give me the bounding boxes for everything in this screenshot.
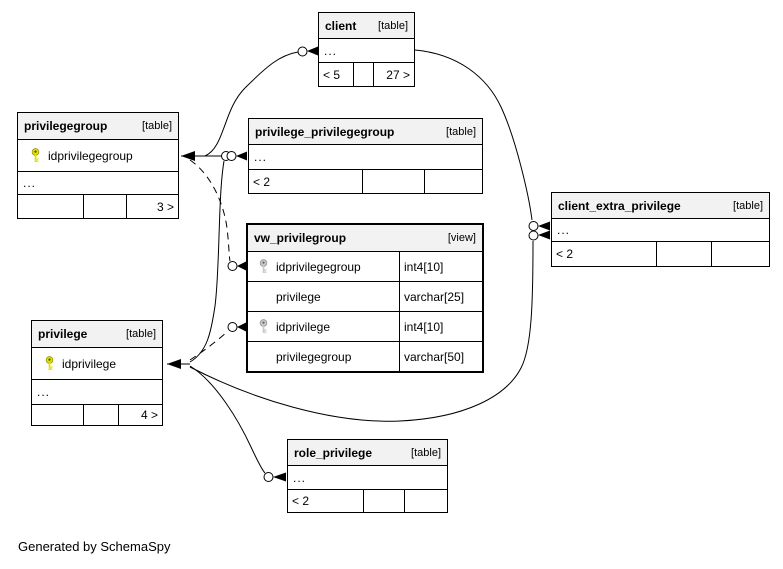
degree-cell-mid xyxy=(363,490,404,512)
table-client-extra-privilege[interactable]: client_extra_privilege [table] ... < 2 xyxy=(551,192,770,267)
column-row-idprivilege: idprivilege int4[10] xyxy=(248,312,482,342)
table-role-privilege[interactable]: role_privilege [table] ... < 2 xyxy=(287,439,448,513)
column-type: varchar[50] xyxy=(404,349,465,364)
cardinality-circle xyxy=(263,472,274,482)
column-name: privilegegroup xyxy=(276,349,352,364)
generated-by-note: Generated by SchemaSpy xyxy=(18,539,171,554)
hidden-columns-row: ... xyxy=(288,466,447,490)
degree-cell-right: 4 > xyxy=(118,405,162,425)
hidden-columns-row: ... xyxy=(249,145,482,170)
degree-cell-right xyxy=(404,490,447,512)
column-name: privilege xyxy=(276,289,321,304)
view-vw-privilegroup[interactable]: vw_privilegroup [view] idprivilegegroup … xyxy=(246,223,484,373)
cardinality-circle xyxy=(226,151,237,161)
cardinality-circle xyxy=(528,230,539,241)
table-header[interactable]: privilege_privilegegroup [table] xyxy=(249,119,482,145)
table-kind-label: [table] xyxy=(142,120,172,132)
column-row-idprivilegegroup: idprivilegegroup xyxy=(18,140,178,172)
key-spacer xyxy=(258,349,269,364)
table-privilegegroup[interactable]: privilegegroup [table] idprivilegegroup … xyxy=(17,112,179,219)
table-title[interactable]: vw_privilegroup xyxy=(254,231,347,245)
arrowhead xyxy=(181,151,195,161)
column-row-idprivilege: idprivilege xyxy=(32,348,162,380)
hidden-columns-row: ... xyxy=(319,39,414,63)
primary-key-icon xyxy=(44,356,55,371)
edge-privilegegroup-vw xyxy=(189,159,231,262)
table-header[interactable]: privilegegroup [table] xyxy=(18,113,178,140)
table-kind-label: [table] xyxy=(378,19,408,32)
table-kind-label: [table] xyxy=(126,328,156,340)
table-title[interactable]: role_privilege xyxy=(294,445,373,460)
column-name: idprivilege xyxy=(276,319,331,334)
key-spacer xyxy=(258,289,269,304)
degree-cell-mid xyxy=(353,63,373,86)
degree-cell-right: 3 > xyxy=(126,195,178,218)
table-title[interactable]: privilege xyxy=(38,327,88,341)
cardinality-circle xyxy=(528,221,539,231)
cardinality-circle xyxy=(227,322,238,332)
degree-cell-mid xyxy=(83,195,126,218)
edge-privilege-vw xyxy=(189,330,229,361)
arrowhead xyxy=(538,221,550,231)
hidden-columns-row: ... xyxy=(18,172,178,195)
degree-cell-mid xyxy=(83,405,118,425)
table-header[interactable]: client_extra_privilege [table] xyxy=(552,193,769,219)
column-row-privilegegroup: privilegegroup varchar[50] xyxy=(248,342,482,371)
key-icon xyxy=(258,319,269,334)
table-kind-label: [table] xyxy=(733,199,763,212)
arrowhead xyxy=(236,151,247,161)
edge-privilegegroup-client xyxy=(204,51,299,157)
degree-cell-right xyxy=(424,170,482,193)
primary-key-icon xyxy=(30,148,41,163)
column-row-privilege: privilege varchar[25] xyxy=(248,282,482,312)
hidden-columns-row: ... xyxy=(552,219,769,242)
table-header[interactable]: vw_privilegroup [view] xyxy=(248,225,482,252)
cardinality-circle xyxy=(297,46,308,57)
cardinality-circle xyxy=(227,261,238,271)
key-icon xyxy=(258,259,269,274)
table-kind-label: [view] xyxy=(447,232,476,244)
table-kind-label: [table] xyxy=(411,446,441,459)
table-title[interactable]: client xyxy=(325,18,357,33)
edge-privilege-client-extra-privilege xyxy=(189,240,534,422)
column-row-idprivilegegroup: idprivilegegroup int4[10] xyxy=(248,252,482,282)
column-type: int4[10] xyxy=(404,319,444,334)
table-privilege-privilegegroup[interactable]: privilege_privilegegroup [table] ... < 2 xyxy=(248,118,483,194)
table-kind-label: [table] xyxy=(446,125,476,138)
degree-cell-left: < 2 xyxy=(556,247,574,261)
hidden-columns-row: ... xyxy=(32,380,162,405)
arrowhead xyxy=(307,46,318,56)
column-name: idprivilegegroup xyxy=(48,148,133,163)
edge-privilege-role-privilege xyxy=(189,365,266,474)
column-name: idprivilege xyxy=(62,356,117,371)
table-title[interactable]: client_extra_privilege xyxy=(558,198,681,213)
column-type: varchar[25] xyxy=(404,289,465,304)
degree-cell-right: 27 > xyxy=(373,63,414,86)
arrowhead xyxy=(273,472,286,482)
arrowhead xyxy=(237,322,246,332)
edge-privilege-privilege-privilegegroup xyxy=(189,160,225,363)
table-header[interactable]: role_privilege [table] xyxy=(288,440,447,466)
table-title[interactable]: privilege_privilegegroup xyxy=(255,124,395,139)
degree-cell-mid xyxy=(656,242,711,266)
arrowhead xyxy=(237,261,246,271)
column-name: idprivilegegroup xyxy=(276,259,361,274)
degree-cell-left xyxy=(32,405,83,425)
edge-client-client-extra-privilege xyxy=(414,49,533,221)
table-header[interactable]: privilege [table] xyxy=(32,321,162,348)
degree-cell-left: < 5 xyxy=(323,67,341,82)
arrowhead xyxy=(167,359,181,369)
degree-cell-left xyxy=(18,195,83,218)
degree-cell-mid xyxy=(362,170,424,193)
arrowhead xyxy=(538,230,550,240)
degree-cell-right xyxy=(711,242,769,266)
degree-cell-left: < 2 xyxy=(253,174,271,189)
column-type: int4[10] xyxy=(404,259,444,274)
table-title[interactable]: privilegegroup xyxy=(24,119,108,133)
table-header[interactable]: client [table] xyxy=(319,13,414,39)
table-client[interactable]: client [table] ... < 5 27 > xyxy=(318,12,415,87)
table-privilege[interactable]: privilege [table] idprivilege ... 4 > xyxy=(31,320,163,426)
degree-cell-left: < 2 xyxy=(292,494,310,508)
